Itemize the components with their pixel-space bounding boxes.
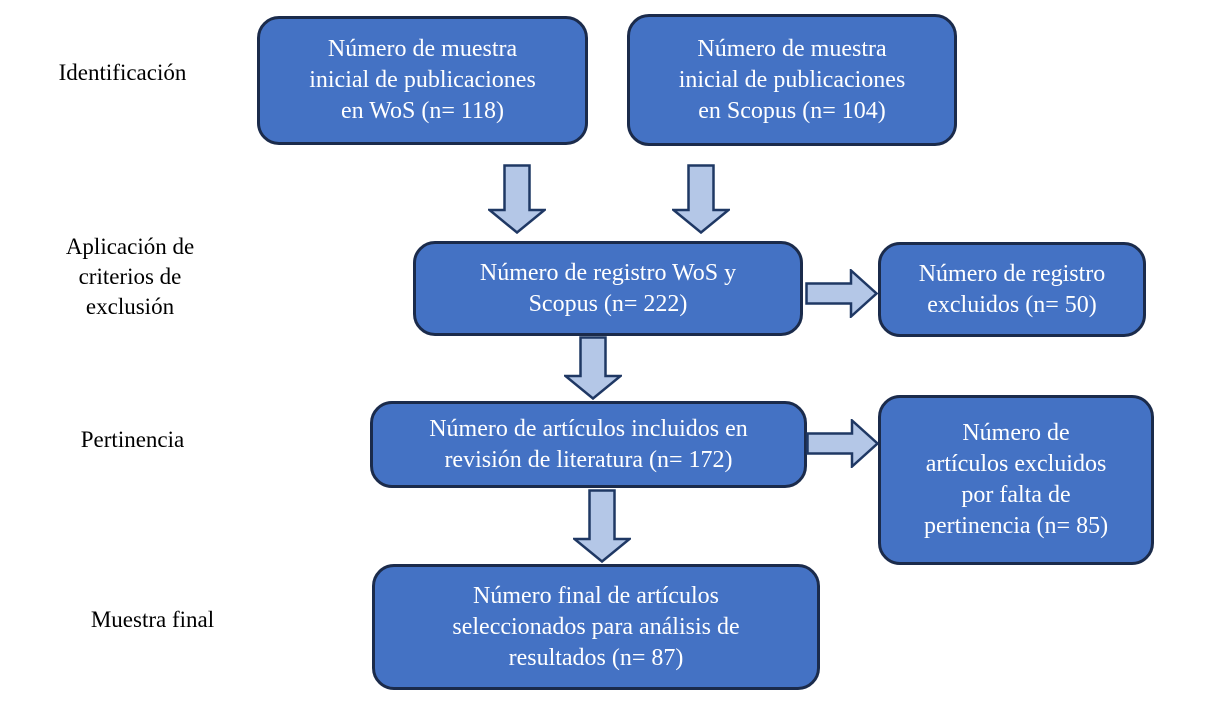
node-registro-wos-scopus-text: Número de registro WoS y Scopus (n= 222) <box>479 259 737 317</box>
node-scopus-inicial-text: Número de muestra inicial de publicacion… <box>678 35 906 124</box>
down-arrow-icon <box>672 164 730 234</box>
down-arrow-icon <box>573 489 631 563</box>
down-arrow-icon <box>564 336 622 400</box>
node-wos-inicial-text: Número de muestra inicial de publicacion… <box>309 36 536 124</box>
right-arrow-icon <box>805 269 878 318</box>
node-articulos-incluidos: Número de artículos incluidos en revisió… <box>370 401 807 488</box>
node-registro-excluidos: Número de registro excluidos (n= 50) <box>878 242 1146 337</box>
stage-label-pertinencia: Pertinencia <box>80 427 185 452</box>
node-articulos-excluidos-pertinencia: Número de artículos excluidos por falta … <box>878 395 1154 565</box>
right-arrow-icon <box>806 419 879 468</box>
node-registro-wos-scopus: Número de registro WoS y Scopus (n= 222) <box>413 241 803 336</box>
node-muestra-final-text: Número final de artículos seleccionados … <box>452 582 740 671</box>
node-wos-inicial: Número de muestra inicial de publicacion… <box>257 16 588 145</box>
stage-label-identificacion: Identificación <box>58 60 187 85</box>
node-articulos-incluidos-text: Número de artículos incluidos en revisió… <box>429 415 748 473</box>
node-registro-excluidos-text: Número de registro excluidos (n= 50) <box>918 260 1106 318</box>
down-arrow-icon <box>488 164 546 234</box>
node-scopus-inicial: Número de muestra inicial de publicacion… <box>627 14 957 146</box>
node-muestra-final: Número final de artículos seleccionados … <box>372 564 820 690</box>
node-articulos-excluidos-pertinencia-text: Número de artículos excluidos por falta … <box>923 420 1109 539</box>
stage-label-aplicacion-criterios-exclusion: Aplicación de criterios de exclusión <box>65 234 195 319</box>
stage-label-muestra-final: Muestra final <box>90 607 215 632</box>
